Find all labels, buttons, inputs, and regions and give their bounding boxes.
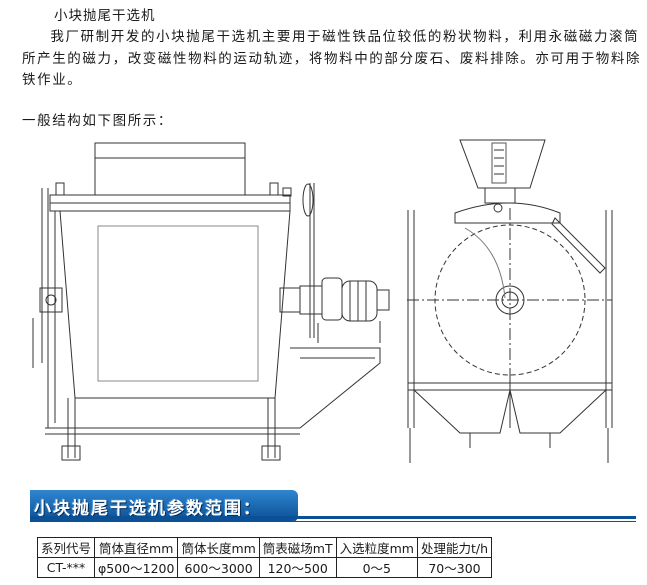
params-banner: 小块抛尾干选机参数范围：	[0, 490, 640, 522]
side-view-drawing	[32, 142, 390, 461]
front-view-drawing	[407, 139, 613, 463]
header-capacity: 处理能力t/h	[416, 537, 493, 558]
table-row: CT-*** φ500～1200 600～3000 120～500 0～5 70…	[36, 557, 493, 578]
cell-series-code: CT-***	[36, 557, 96, 578]
intro-paragraph: 我厂研制开发的小块抛尾干选机主要用于磁性铁品位较低的粉状物料，利用永磁磁力滚筒所…	[22, 29, 642, 88]
header-drum-length: 筒体长度mm	[177, 537, 260, 558]
cell-feed-size: 0～5	[335, 557, 418, 578]
header-series-code: 系列代号	[36, 537, 96, 558]
params-table: 系列代号 筒体直径mm 筒体长度mm 筒表磁场mT 入选粒度mm 处理能力t/h…	[36, 537, 493, 578]
header-drum-diameter: 筒体直径mm	[94, 537, 179, 558]
machine-drawing	[32, 139, 613, 463]
structure-label: 一般结构如下图所示：	[22, 113, 173, 129]
banner-title: 小块抛尾干选机参数范围：	[34, 499, 262, 519]
cell-drum-diameter: φ500～1200	[94, 557, 179, 578]
cell-surface-field: 120～500	[258, 557, 337, 578]
header-surface-field: 筒表磁场mT	[258, 537, 337, 558]
banner-rule-thin	[30, 521, 636, 522]
cell-drum-length: 600～3000	[177, 557, 260, 578]
cell-capacity: 70～300	[416, 557, 493, 578]
table-header-row: 系列代号 筒体直径mm 筒体长度mm 筒表磁场mT 入选粒度mm 处理能力t/h	[36, 537, 493, 558]
page-title: 小块抛尾干选机	[54, 8, 156, 24]
banner-rule-thick	[30, 516, 636, 519]
banner-background	[30, 490, 298, 521]
header-feed-size: 入选粒度mm	[335, 537, 418, 558]
